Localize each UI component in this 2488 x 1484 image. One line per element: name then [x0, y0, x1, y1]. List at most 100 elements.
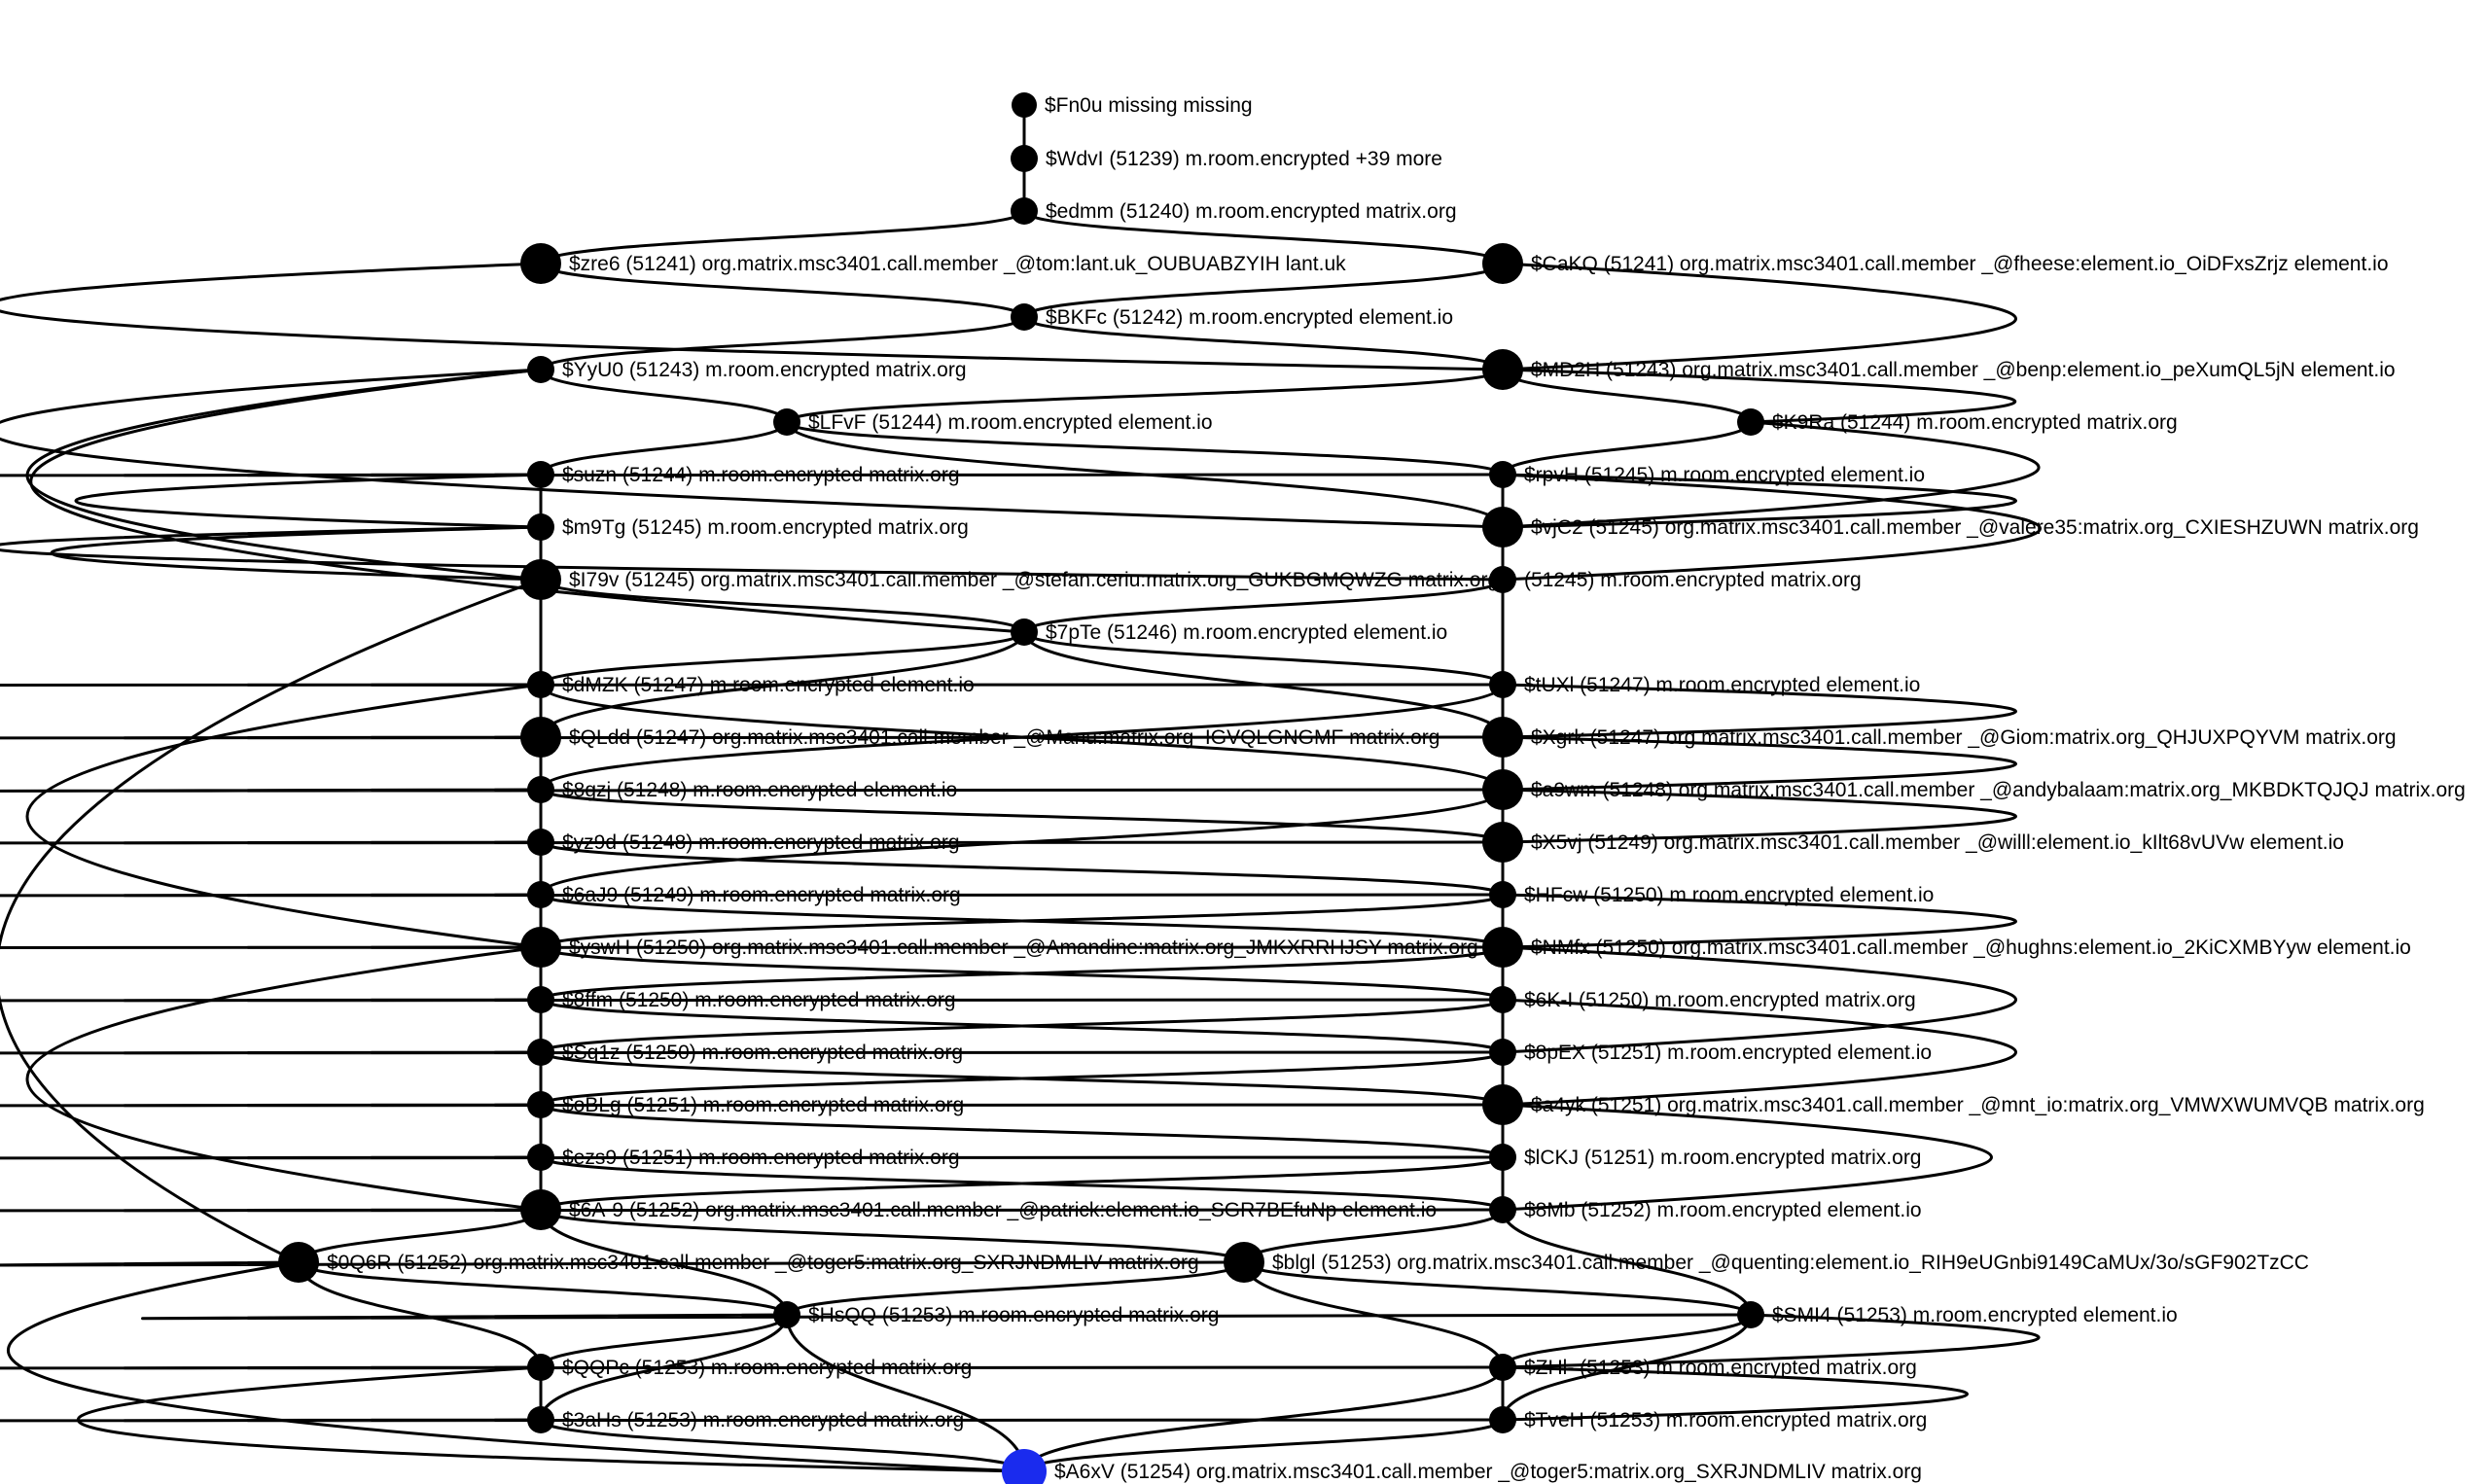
dag-node-label: $8pEX (51251) m.room.encrypted element.i…: [1524, 1042, 1932, 1064]
dag-edge: [25, 368, 542, 582]
dag-node-tUXl[interactable]: [1489, 671, 1516, 698]
dag-node-I79v[interactable]: [520, 559, 561, 600]
dag-node-yswH[interactable]: [520, 927, 561, 968]
dag-edge: [25, 683, 542, 949]
dag-edge: [539, 262, 1026, 319]
dag-node-K9Ra[interactable]: [1737, 408, 1764, 436]
dag-node-Xgrk[interactable]: [1482, 717, 1523, 758]
dag-edge: [539, 893, 1505, 949]
dag-node-label: $I79v (51245) org.matrix.msc3401.call.me…: [569, 569, 1499, 591]
dag-node-8Mb[interactable]: [1489, 1196, 1516, 1223]
dag-edge: [1502, 788, 2017, 844]
dag-node-8ffm[interactable]: [527, 986, 554, 1013]
dag-edge: [1022, 263, 1505, 318]
dag-node-label: $8Mb (51252) m.room.encrypted element.io: [1524, 1199, 1922, 1221]
dag-node-lCKJ[interactable]: [1489, 1144, 1516, 1171]
dag-node-QQPc[interactable]: [527, 1354, 554, 1381]
dag-node-X5vj[interactable]: [1482, 822, 1523, 863]
dag-node-8pEX[interactable]: [1489, 1039, 1516, 1066]
dag-node-label: $ZHl- (51253) m.room.encrypted matrix.or…: [1524, 1357, 1917, 1379]
dag-node-NMfx[interactable]: [1482, 927, 1523, 968]
dag-edge: [0, 1260, 1245, 1267]
dag-edge: [1502, 1103, 1993, 1212]
dag-node-SMI4[interactable]: [1737, 1301, 1764, 1328]
dag-node-HFcw[interactable]: [1489, 881, 1516, 908]
dag-edge: [1501, 1314, 1753, 1368]
dag-node-label: $SMI4 (51253) m.room.encrypted element.i…: [1772, 1304, 2178, 1326]
dag-node-label: $tUXl (51247) m.room.encrypted element.i…: [1524, 674, 1920, 696]
dag-edge: [1501, 1209, 1753, 1316]
dag-edge: [0, 945, 1504, 949]
dag-node-label: $m9Tg (51245) m.room.encrypted matrix.or…: [562, 516, 969, 539]
dag-node-BKFc[interactable]: [1011, 303, 1038, 331]
dag-node-3aHs[interactable]: [527, 1406, 554, 1433]
dag-edge: [1242, 1260, 1753, 1317]
dag-node-WdvI[interactable]: [1011, 145, 1038, 172]
dag-node-a9wm[interactable]: [1482, 769, 1523, 810]
dag-node-vjC2[interactable]: [1482, 507, 1523, 548]
dag-node-oBLg[interactable]: [527, 1091, 554, 1118]
dag-edge: [539, 1314, 789, 1368]
dag-node-label: $3aHs (51253) m.room.encrypted matrix.or…: [562, 1409, 964, 1431]
dag-node-0Q6R[interactable]: [278, 1242, 319, 1283]
dag-node-label: $a9wm (51248) org.matrix.msc3401.call.me…: [1531, 779, 2466, 801]
dag-node-6K-I[interactable]: [1489, 986, 1516, 1013]
dag-node-blgl[interactable]: [1224, 1242, 1264, 1283]
dag-edge: [1502, 473, 2042, 582]
dag-edge: [1022, 315, 1505, 371]
dag-node-HsQQ[interactable]: [773, 1301, 800, 1328]
dag-node-A6xV[interactable]: [1002, 1449, 1047, 1484]
dag-node-label: $HsQQ (51253) m.room.encrypted matrix.or…: [808, 1304, 1219, 1326]
dag-node-ZHl-[interactable]: [1489, 1354, 1516, 1381]
dag-node-TveH[interactable]: [1489, 1406, 1516, 1433]
dag-node-label: $Sq1z (51250) m.room.encrypted matrix.or…: [562, 1042, 963, 1064]
dag-node-label: $Xgrk (51247) org.matrix.msc3401.call.me…: [1531, 726, 2397, 749]
dag-node-label: $7pTe (51246) m.room.encrypted element.i…: [1046, 621, 1447, 644]
dag-node-6aJ9[interactable]: [527, 881, 554, 908]
dag-node-LFvF[interactable]: [773, 408, 800, 436]
dag-node-Sq1z[interactable]: [527, 1039, 554, 1066]
dag-edge: [74, 473, 542, 529]
dag-node-a4yk[interactable]: [1482, 1084, 1523, 1125]
dag-node-CaKQ[interactable]: [1482, 243, 1523, 284]
dag-node-label: $A6xV (51254) org.matrix.msc3401.call.me…: [1054, 1461, 1922, 1483]
dag-node-label: $zre6 (51241) org.matrix.msc3401.call.me…: [569, 253, 1346, 275]
dag-node-QLdd[interactable]: [520, 717, 561, 758]
dag-edge: [0, 368, 1504, 529]
dag-node-label: $QQPc (51253) m.room.encrypted matrix.or…: [562, 1357, 972, 1379]
dag-node-label: $WdvI (51239) m.room.encrypted +39 more: [1046, 148, 1442, 170]
dag-node-label: $0Q6R (51252) org.matrix.msc3401.call.me…: [327, 1252, 1199, 1274]
dag-edge: [785, 420, 1505, 477]
dag-edge: [0, 735, 1504, 740]
dag-node-ezs9[interactable]: [527, 1144, 554, 1171]
dag-edge: [0, 683, 1504, 687]
dag-node-m9Tg[interactable]: [527, 513, 554, 541]
dag-node-7pTe[interactable]: [1011, 618, 1038, 646]
dag-edge: [1502, 893, 2017, 949]
dag-node-YyU0[interactable]: [527, 356, 554, 383]
dag-node-dMZK[interactable]: [527, 671, 554, 698]
dag-edge: [297, 1260, 789, 1317]
dag-node-label: $K9Ra (51244) m.room.encrypted matrix.or…: [1772, 411, 2178, 434]
dag-node-label: $NMfx (51250) org.matrix.msc3401.call.me…: [1531, 936, 2411, 959]
dag-node-zre6[interactable]: [520, 243, 561, 284]
dag-node-n51245r[interactable]: [1489, 566, 1516, 593]
dag-node-label: $LFvF (51244) m.room.encrypted element.i…: [808, 411, 1213, 434]
dag-node-label: $TveH (51253) m.room.encrypted matrix.or…: [1524, 1409, 1927, 1431]
dag-node-6A-9[interactable]: [520, 1189, 561, 1230]
dag-node-Fn0u[interactable]: [1012, 92, 1037, 118]
dag-node-8gzj[interactable]: [527, 776, 554, 803]
dag-node-label: $vjC2 (51245) org.matrix.msc3401.call.me…: [1531, 516, 2419, 539]
dag-node-label: $oBLg (51251) m.room.encrypted matrix.or…: [562, 1094, 964, 1116]
dag-node-label: $X5vj (51249) org.matrix.msc3401.call.me…: [1531, 831, 2344, 854]
dag-edge: [539, 578, 1026, 634]
dag-edge: [76, 1365, 1025, 1473]
dag-node-suzn[interactable]: [527, 461, 554, 488]
dag-edge: [1022, 578, 1505, 634]
dag-node-edmm[interactable]: [1011, 197, 1038, 225]
dag-node-yz9d[interactable]: [527, 829, 554, 856]
dag-node-MD2H[interactable]: [1482, 349, 1523, 390]
dag-edge: [50, 525, 542, 582]
dag-node-rpvH[interactable]: [1489, 461, 1516, 488]
